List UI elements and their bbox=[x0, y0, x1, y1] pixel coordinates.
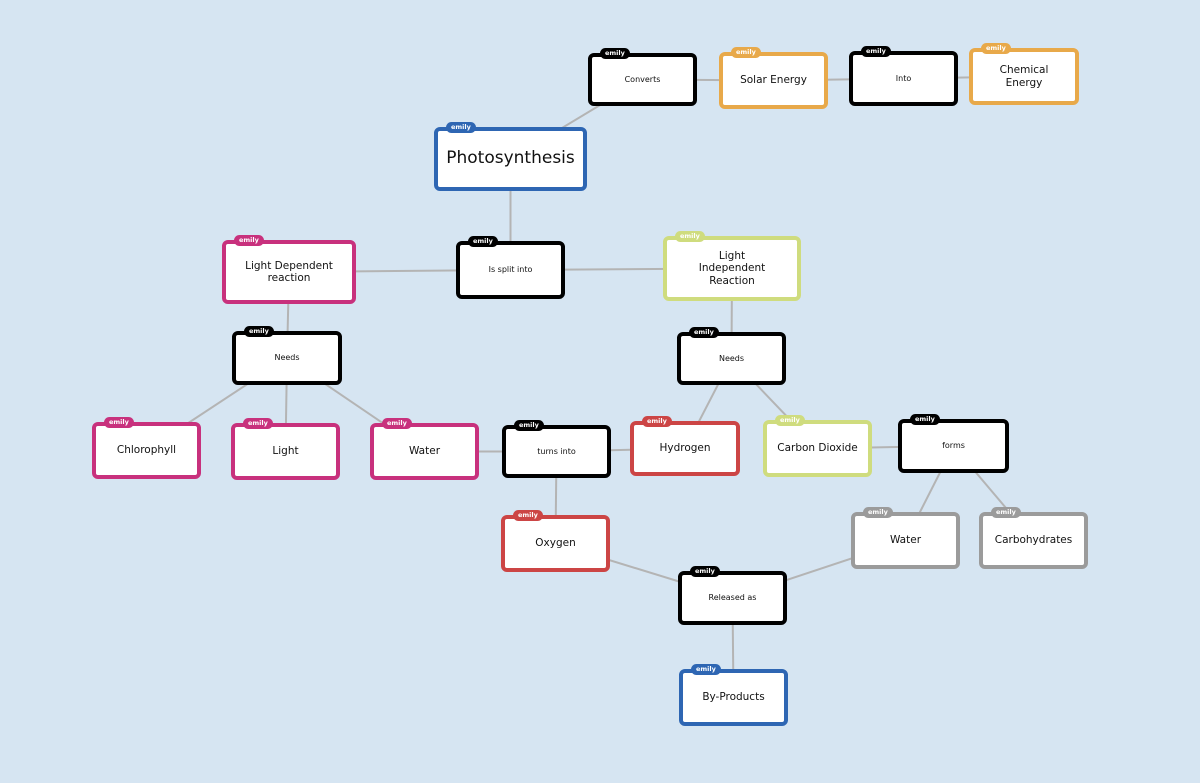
author-tag: emily bbox=[675, 231, 705, 242]
node-label: Is split into bbox=[488, 265, 533, 275]
node-label: turns into bbox=[537, 446, 576, 456]
node-label: Chlorophyll bbox=[116, 444, 177, 457]
node-label: Light Dependent reaction bbox=[245, 259, 333, 284]
author-tag: emily bbox=[382, 418, 412, 429]
node-label: Water bbox=[889, 534, 922, 547]
author-tag: emily bbox=[234, 235, 264, 246]
node-label: Released as bbox=[708, 593, 757, 603]
node-label: Carbon Dioxide bbox=[777, 442, 858, 455]
node-turns-into[interactable]: emily turns into bbox=[502, 420, 611, 478]
node-label: By-Products bbox=[702, 691, 765, 704]
author-tag: emily bbox=[861, 46, 891, 57]
author-tag: emily bbox=[910, 414, 940, 425]
author-tag: emily bbox=[642, 416, 672, 427]
author-tag: emily bbox=[468, 236, 498, 247]
author-tag: emily bbox=[775, 415, 805, 426]
author-tag: emily bbox=[514, 420, 544, 431]
author-tag: emily bbox=[244, 326, 274, 337]
node-label: Converts bbox=[624, 74, 661, 84]
author-tag: emily bbox=[600, 48, 630, 59]
author-tag: emily bbox=[690, 566, 720, 577]
author-tag: emily bbox=[446, 122, 476, 133]
author-tag: emily bbox=[689, 327, 719, 338]
author-tag: emily bbox=[243, 418, 273, 429]
node-label: Hydrogen bbox=[659, 442, 711, 455]
node-forms[interactable]: emily forms bbox=[898, 414, 1009, 473]
node-label: Chemical Energy bbox=[999, 64, 1049, 89]
node-label: Needs bbox=[718, 353, 745, 363]
node-label: Oxygen bbox=[535, 537, 576, 550]
node-label: forms bbox=[942, 441, 965, 451]
author-tag: emily bbox=[863, 507, 893, 518]
author-tag: emily bbox=[513, 510, 543, 521]
node-label: Needs bbox=[274, 353, 300, 363]
author-tag: emily bbox=[104, 417, 134, 428]
author-tag: emily bbox=[731, 47, 761, 58]
author-tag: emily bbox=[691, 664, 721, 675]
node-label: Into bbox=[895, 73, 912, 83]
node-label: Photosynthesis bbox=[446, 148, 575, 169]
author-tag: emily bbox=[991, 507, 1021, 518]
node-is-split-into[interactable]: emily Is split into bbox=[456, 236, 565, 299]
node-label: Water bbox=[408, 445, 441, 458]
node-label: Carbohydrates bbox=[994, 534, 1073, 547]
node-label: Light Independent Reaction bbox=[698, 250, 766, 287]
author-tag: emily bbox=[981, 43, 1011, 54]
node-label: Solar Energy bbox=[740, 74, 807, 87]
node-label: Light bbox=[272, 445, 299, 458]
